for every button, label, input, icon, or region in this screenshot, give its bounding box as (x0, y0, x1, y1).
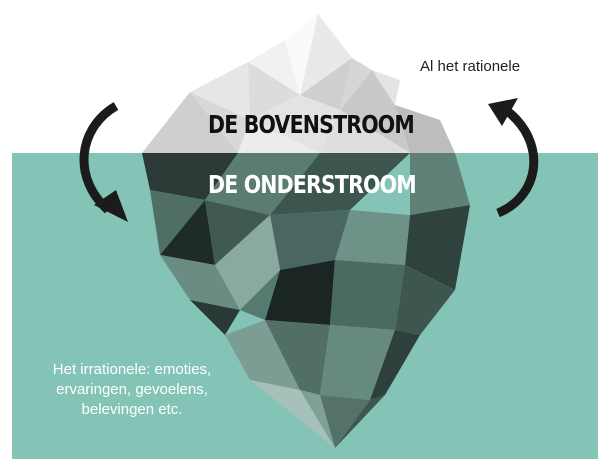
below-water-heading: DE ONDERSTROOM (208, 170, 417, 199)
rational-note: Al het rationele (420, 58, 521, 75)
right-curved-arrow-icon (488, 98, 539, 218)
irrational-note-line: Het irrationele: emoties, (52, 361, 212, 378)
irrational-note-line: ervaringen, gevoelens, (56, 381, 208, 398)
above-water-heading: DE BOVENSTROOM (208, 110, 415, 139)
iceberg-above-water (142, 14, 455, 153)
irrational-note-line: belevingen etc. (81, 401, 183, 418)
irrational-note: Het irrationele: emoties, ervaringen, ge… (22, 360, 242, 420)
left-curved-arrow-icon (79, 102, 128, 222)
iceberg-below-water (142, 153, 470, 448)
